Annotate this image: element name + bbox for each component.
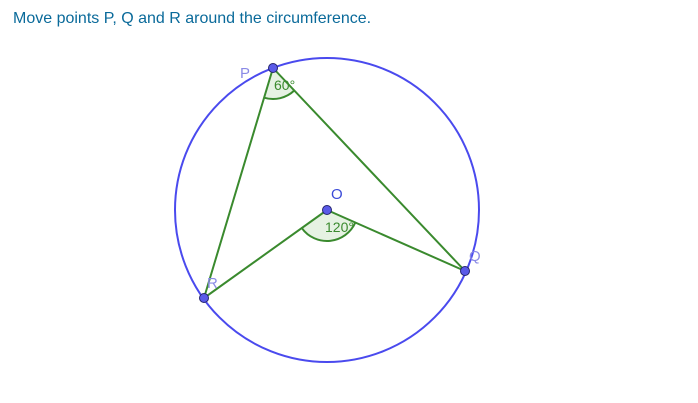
circle (174, 57, 480, 363)
segment-pq (272, 67, 466, 272)
point-q[interactable] (460, 266, 470, 276)
point-label-p: P (240, 65, 250, 82)
segment-or (203, 209, 328, 299)
segments (203, 67, 466, 299)
point-r[interactable] (199, 293, 209, 303)
central-angle-label: 120° (325, 219, 354, 235)
labels: P Q R O 60° 120° (207, 65, 481, 292)
point-label-o: O (331, 186, 343, 203)
inscribed-angle-label: 60° (274, 77, 295, 93)
angle-markers (263, 68, 357, 242)
points[interactable] (199, 63, 470, 303)
segment-pr (203, 67, 274, 299)
segment-oq (326, 209, 466, 272)
central-angle-fill (301, 210, 356, 241)
central-angle-arc (300, 222, 357, 242)
point-label-q: Q (469, 248, 481, 265)
inscribed-angle-arc (263, 89, 295, 100)
point-p[interactable] (268, 63, 278, 73)
point-label-r: R (207, 275, 218, 292)
instruction-text: Move points P, Q and R around the circum… (13, 10, 372, 27)
point-o[interactable] (322, 205, 332, 215)
